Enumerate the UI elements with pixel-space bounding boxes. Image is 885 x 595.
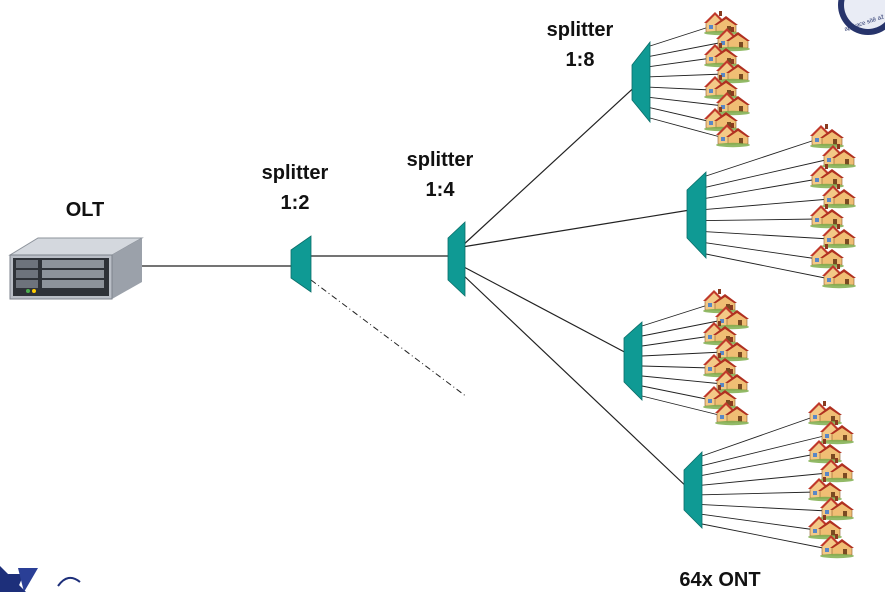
fanout-line [641, 395, 724, 417]
splitter-1-8-icon-a [631, 40, 651, 124]
fanout-lines [641, 25, 831, 550]
splitter-1-8-icon-b [686, 171, 707, 260]
fanout-line [701, 434, 829, 467]
fanout-line [705, 242, 819, 260]
fanout-line [705, 198, 831, 210]
splitter-1-4-label: splitter 1:4 [385, 145, 495, 205]
fanout-line [705, 253, 831, 280]
unused-branch-line [310, 279, 468, 398]
splitter-1-2-icon [290, 235, 312, 293]
splitter-1-4-icon [447, 221, 466, 297]
splitter-1-4-ratio: 1:4 [425, 179, 455, 201]
fanout-line [649, 41, 725, 57]
logo-icon [0, 566, 81, 592]
fanout-line [641, 385, 712, 401]
fanout-line [705, 178, 819, 199]
fanout-line [649, 57, 713, 68]
splitter-1-8-title: splitter [546, 19, 614, 41]
fanout-line [649, 117, 725, 139]
fanout-line [705, 158, 831, 188]
fanout-line [641, 335, 712, 347]
olt-device-icon [8, 237, 144, 300]
fanout-line [705, 231, 831, 240]
fanout-line [701, 513, 817, 531]
fanout-line [705, 218, 819, 222]
splitter-1-8-label: splitter 1:8 [525, 15, 635, 75]
fanout-line [701, 491, 817, 496]
fanout-line [701, 472, 829, 486]
splitter-1-8-icon-c [623, 321, 643, 401]
fanout-line [641, 351, 724, 357]
fanout-line [701, 504, 829, 512]
fanout-line [649, 25, 713, 47]
fanout-line [701, 415, 817, 457]
fanout-line [641, 375, 724, 385]
splitter-1-8-ratio: 1:8 [565, 49, 595, 71]
fanout-line [649, 73, 725, 78]
splitter-1-2-ratio: 1:2 [280, 192, 310, 214]
fanout-line [649, 96, 725, 107]
splitter-1-4-title: splitter [406, 149, 474, 171]
splitter-1-2-label: splitter 1:2 [240, 158, 350, 218]
olt-label: OLT [65, 199, 105, 221]
fanout-line [641, 303, 712, 327]
fanout-line [641, 365, 712, 369]
fanout-line [701, 453, 817, 476]
ont-count-label: 64x ONT [679, 569, 761, 591]
fanout-line [705, 138, 819, 177]
ont-houses [702, 10, 857, 559]
fanout-line [641, 319, 724, 337]
splitter-1-2-title: splitter [261, 162, 329, 184]
fanout-line [649, 86, 713, 91]
fiber-lines [142, 81, 691, 491]
seal-icon: aplikace sítě až na [838, 0, 885, 35]
fanout-line [701, 523, 829, 550]
splitter-1-8-icon-d [683, 451, 703, 529]
fanout-line [649, 107, 713, 123]
